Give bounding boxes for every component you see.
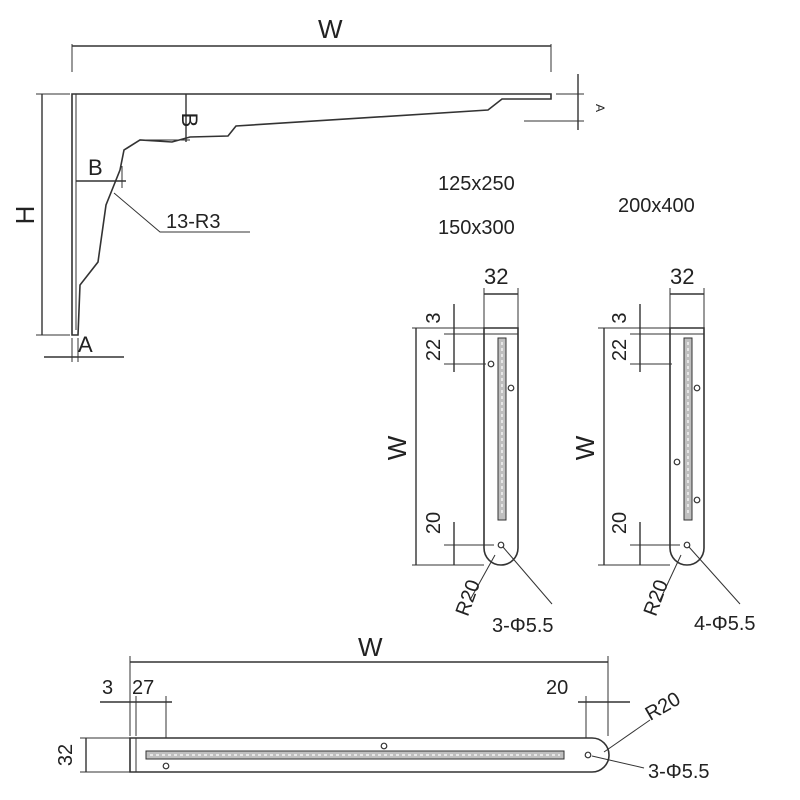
front-view-large: 32 W 3 22 20 R20 4-Φ5.5 bbox=[570, 264, 756, 635]
side-b-top-label: B bbox=[177, 113, 202, 128]
tv-hole-1 bbox=[380, 742, 388, 750]
tv-holes-leader bbox=[591, 755, 645, 769]
tv-27-label: 27 bbox=[132, 677, 154, 699]
fs-3-label: 3 bbox=[423, 312, 445, 323]
size-label-150x300: 150x300 bbox=[438, 217, 515, 239]
tv-20-label: 20 bbox=[546, 677, 568, 699]
side-b-left-label: B bbox=[88, 155, 103, 180]
fs-hole-2 bbox=[507, 384, 515, 392]
tv-32-label: 32 bbox=[55, 744, 77, 766]
fs-width-label: 32 bbox=[484, 264, 508, 289]
fl-r20-leader bbox=[659, 554, 682, 601]
side-w-label: W bbox=[318, 14, 343, 44]
side-view: W H A A B B 13-R3 bbox=[10, 14, 607, 362]
side-a-right-label: A bbox=[593, 104, 607, 112]
fs-holes-label: 3-Φ5.5 bbox=[492, 615, 554, 637]
fs-holes-leader bbox=[502, 546, 553, 605]
fl-hole-4 bbox=[683, 541, 691, 549]
fs-20-label: 20 bbox=[423, 512, 445, 534]
tv-w-label: W bbox=[358, 632, 383, 662]
fl-holes-leader bbox=[688, 546, 741, 605]
size-label-200x400: 200x400 bbox=[618, 195, 695, 217]
top-view: W 3 27 20 32 R20 3-Φ5.5 bbox=[55, 632, 710, 783]
size-label-125x250: 125x250 bbox=[438, 173, 515, 195]
fl-width-label: 32 bbox=[670, 264, 694, 289]
fl-20-label: 20 bbox=[609, 512, 631, 534]
fs-hole-1 bbox=[487, 360, 495, 368]
bracket-profile bbox=[71, 93, 552, 336]
front-view-small: 32 W 3 22 20 R20 3-Φ5.5 bbox=[382, 264, 554, 637]
fs-hole-3 bbox=[497, 541, 505, 549]
fl-r20-label: R20 bbox=[640, 577, 673, 619]
fs-r20-leader bbox=[469, 554, 496, 601]
tv-holes-label: 3-Φ5.5 bbox=[648, 761, 710, 783]
tv-r20-leader bbox=[603, 719, 651, 753]
fl-w-label: W bbox=[570, 435, 600, 460]
tv-3-label: 3 bbox=[102, 677, 113, 699]
fl-hole-2 bbox=[673, 458, 681, 466]
fs-w-label: W bbox=[382, 435, 412, 460]
tv-hole-2 bbox=[162, 762, 170, 770]
fs-r20-label: R20 bbox=[452, 577, 485, 619]
fl-hole-3 bbox=[693, 496, 701, 504]
tv-r20-label: R20 bbox=[642, 688, 685, 725]
side-h-label: H bbox=[10, 206, 40, 225]
fl-hole-1 bbox=[693, 384, 701, 392]
side-radius-leader bbox=[113, 192, 250, 233]
fl-22-label: 22 bbox=[609, 339, 631, 361]
fl-3-label: 3 bbox=[609, 312, 631, 323]
side-radius-label: 13-R3 bbox=[166, 211, 220, 233]
side-a-bottom-label: A bbox=[78, 332, 93, 357]
tv-hole-3 bbox=[584, 751, 592, 759]
fl-holes-label: 4-Φ5.5 bbox=[694, 613, 756, 635]
fs-22-label: 22 bbox=[423, 339, 445, 361]
